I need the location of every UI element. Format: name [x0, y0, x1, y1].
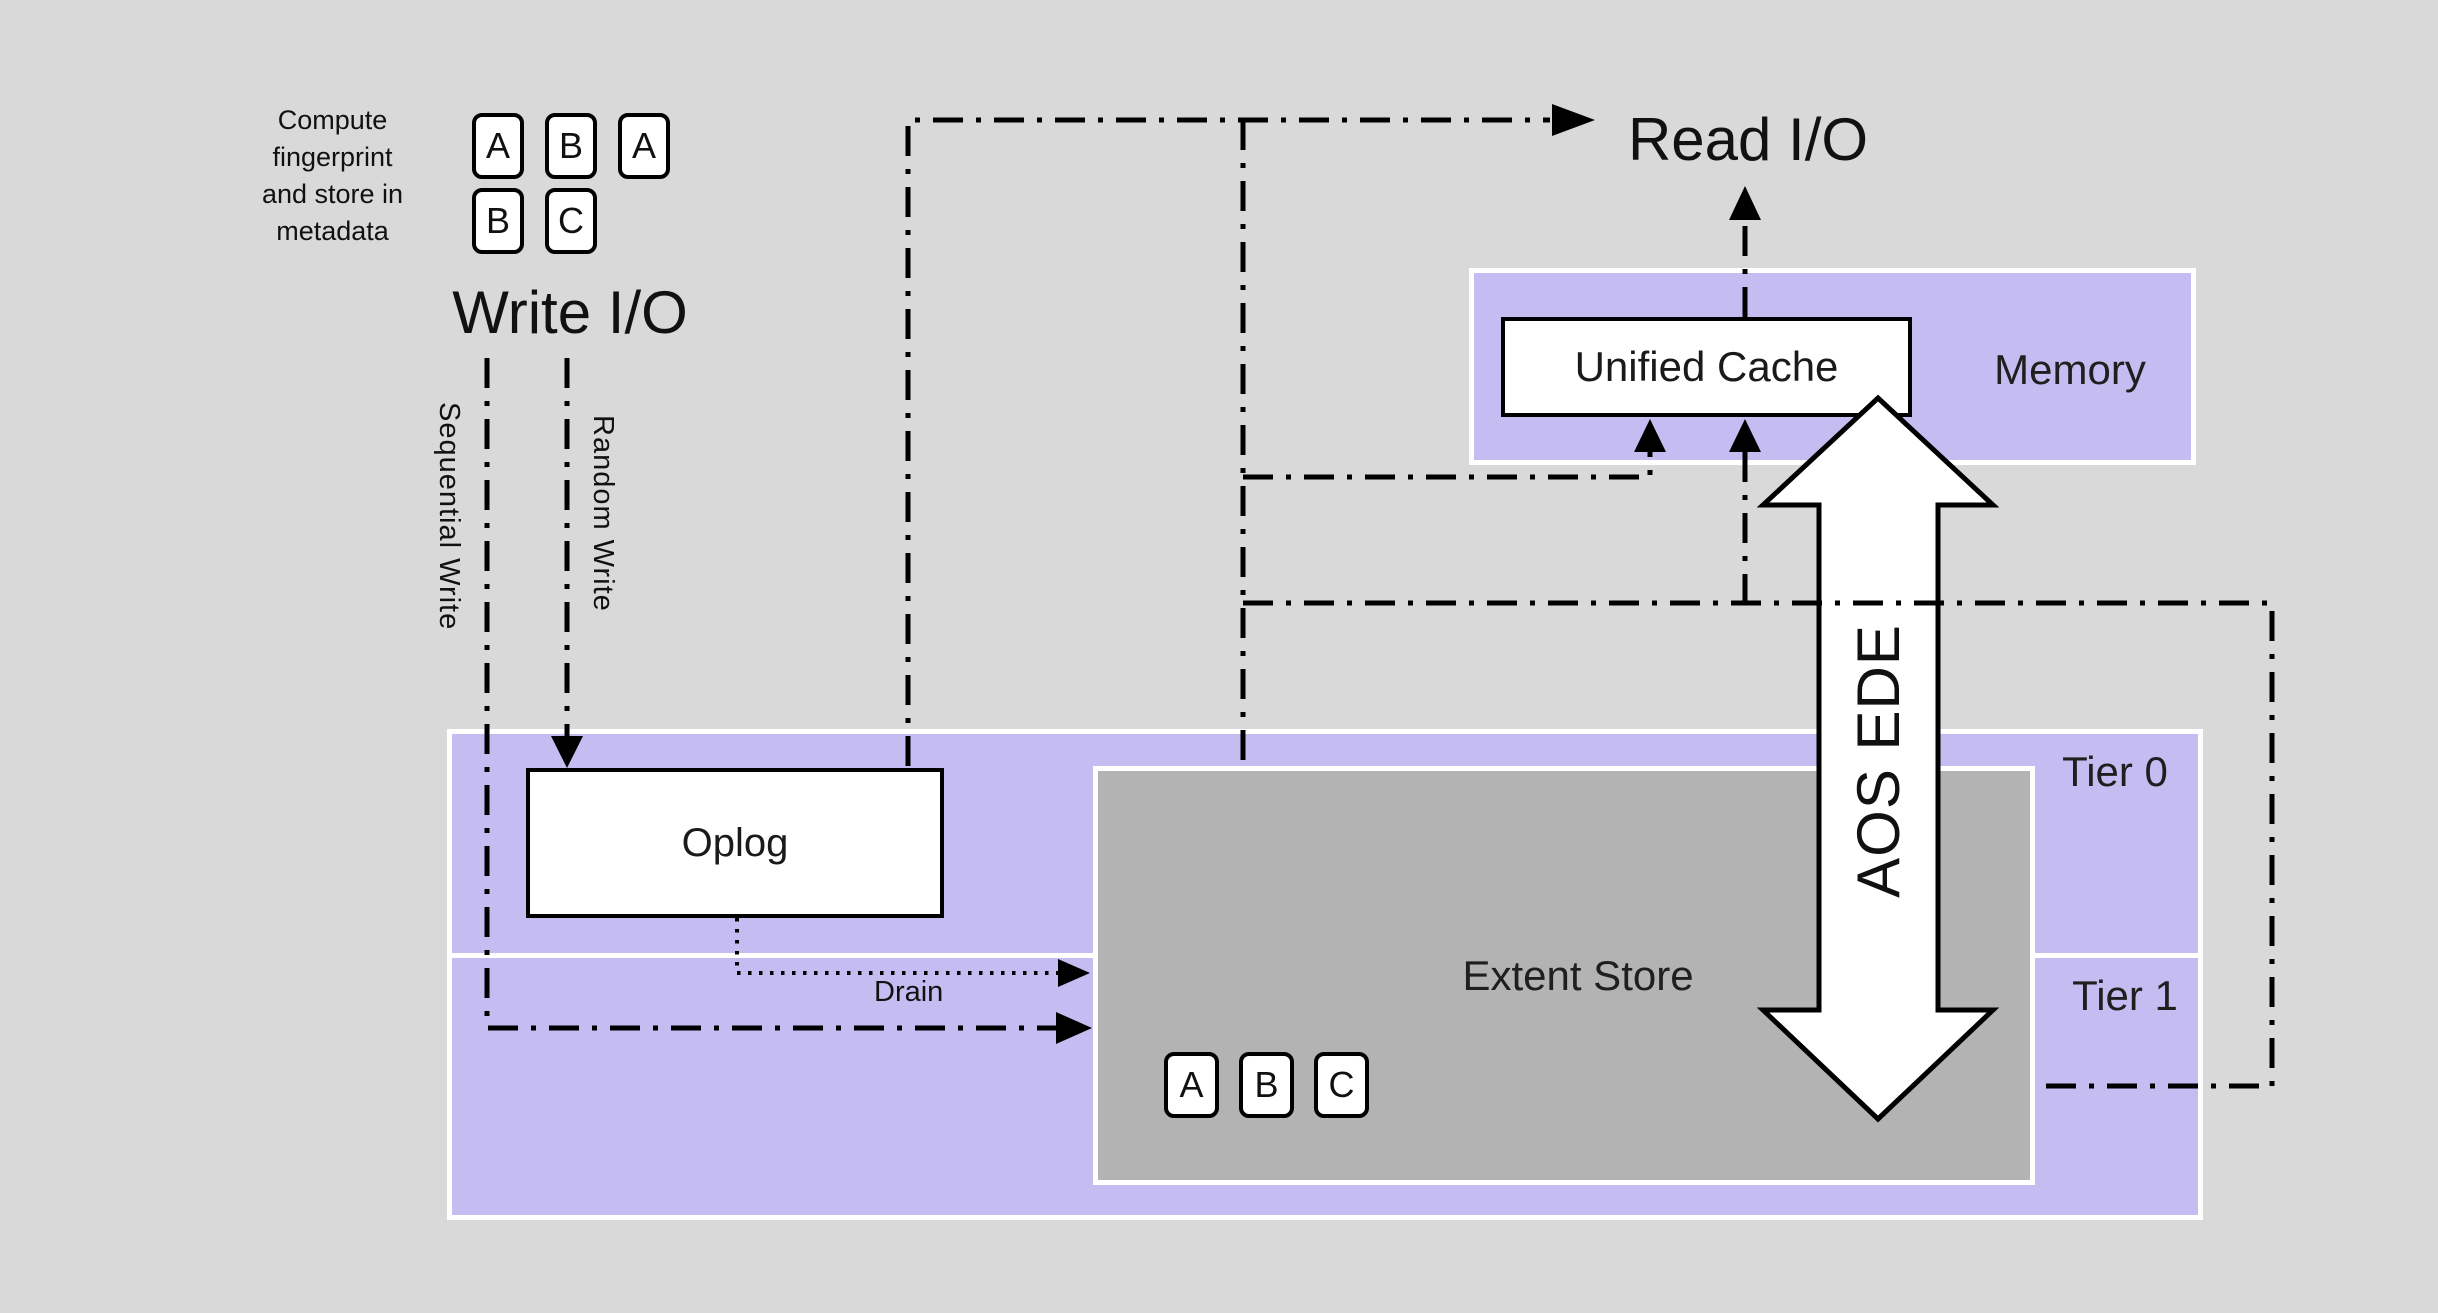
write-chip-a2: A [618, 113, 670, 179]
cache-to-read-arrowhead-icon [1729, 186, 1761, 220]
oplog-box-label: Oplog [681, 820, 789, 865]
fingerprint-note-line3: and store in [261, 179, 404, 209]
write-chip-c1-label: C [558, 200, 584, 241]
tier0-label: Tier 0 [2062, 748, 2168, 795]
write-io-label: Write I/O [452, 279, 688, 346]
extent-chip-a: A [1164, 1052, 1219, 1118]
oplog-box: Oplog [526, 768, 944, 918]
read-io-label: Read I/O [1627, 106, 1869, 173]
write-chip-b2-label: B [485, 200, 510, 241]
random-write-label: Random Write [587, 415, 619, 612]
sequential-write-label: Sequential Write [433, 402, 465, 631]
fingerprint-note-line2: fingerprint [272, 142, 393, 172]
memory-label: Memory [1994, 346, 2146, 393]
fingerprint-note-line1: Compute [277, 105, 388, 135]
extent-chip-a-label: A [1179, 1064, 1204, 1105]
drain-label: Drain [874, 976, 944, 1008]
write-chip-a1-label: A [485, 125, 510, 166]
write-chip-b2: B [472, 188, 524, 254]
write-chip-a2-label: A [631, 125, 656, 166]
extent-store-label: Extent Store [1462, 952, 1694, 999]
fingerprint-note-line4: metadata [276, 216, 389, 246]
write-chip-a1: A [472, 113, 524, 179]
fingerprint-note: Compute fingerprint and store in metadat… [230, 102, 435, 250]
extent-chip-b: B [1239, 1052, 1294, 1118]
unified-cache-box: Unified Cache [1501, 317, 1912, 417]
oplog-read-line [905, 117, 1550, 766]
extent-chip-c-label: C [1328, 1064, 1355, 1105]
unified-cache-box-label: Unified Cache [1574, 343, 1839, 390]
write-chip-c1: C [545, 188, 597, 254]
aos-ede-label: AOS EDE [1844, 624, 1912, 898]
write-chip-b1-label: B [558, 125, 583, 166]
read-io-arrowhead-icon [1552, 104, 1595, 136]
extent-chip-c: C [1314, 1052, 1369, 1118]
extent-chip-b-label: B [1254, 1064, 1279, 1105]
write-chip-b1: B [545, 113, 597, 179]
tier1-label: Tier 1 [2072, 972, 2178, 1019]
